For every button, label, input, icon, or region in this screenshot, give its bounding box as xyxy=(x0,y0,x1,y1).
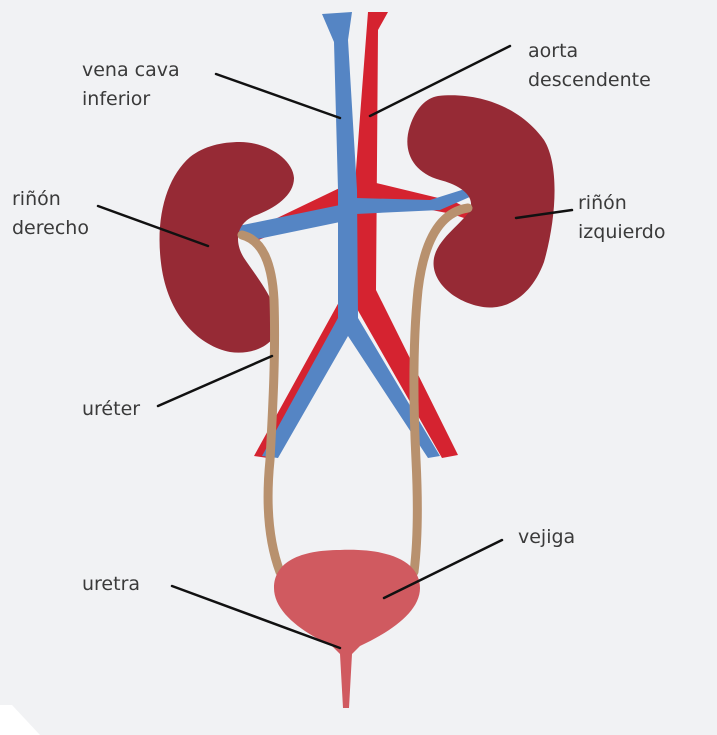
vejiga-shape xyxy=(274,550,420,708)
leader-ureter xyxy=(158,356,272,406)
leader-vena-cava xyxy=(216,74,340,118)
label-rinon-derecho-line2: derecho xyxy=(12,214,89,243)
label-aorta-line2: descendente xyxy=(528,66,651,95)
label-aorta-descendente: aorta descendente xyxy=(528,37,651,95)
label-rinon-derecho: riñón derecho xyxy=(12,185,89,243)
label-vena-cava-inferior: vena cava inferior xyxy=(82,56,180,114)
label-ureter: uréter xyxy=(82,395,140,424)
label-rinon-derecho-line1: riñón xyxy=(12,185,89,214)
label-vena-cava-line2: inferior xyxy=(82,85,180,114)
label-rinon-izquierdo: riñón izquierdo xyxy=(578,189,666,247)
label-vejiga: vejiga xyxy=(518,523,575,552)
aorta-descendente xyxy=(248,12,475,458)
label-rinon-izquierdo-line1: riñón xyxy=(578,189,666,218)
corner-tab xyxy=(0,705,40,735)
label-uretra: uretra xyxy=(82,570,140,599)
label-vena-cava-line1: vena cava xyxy=(82,56,180,85)
label-aorta-line1: aorta xyxy=(528,37,651,66)
label-rinon-izquierdo-line2: izquierdo xyxy=(578,218,666,247)
